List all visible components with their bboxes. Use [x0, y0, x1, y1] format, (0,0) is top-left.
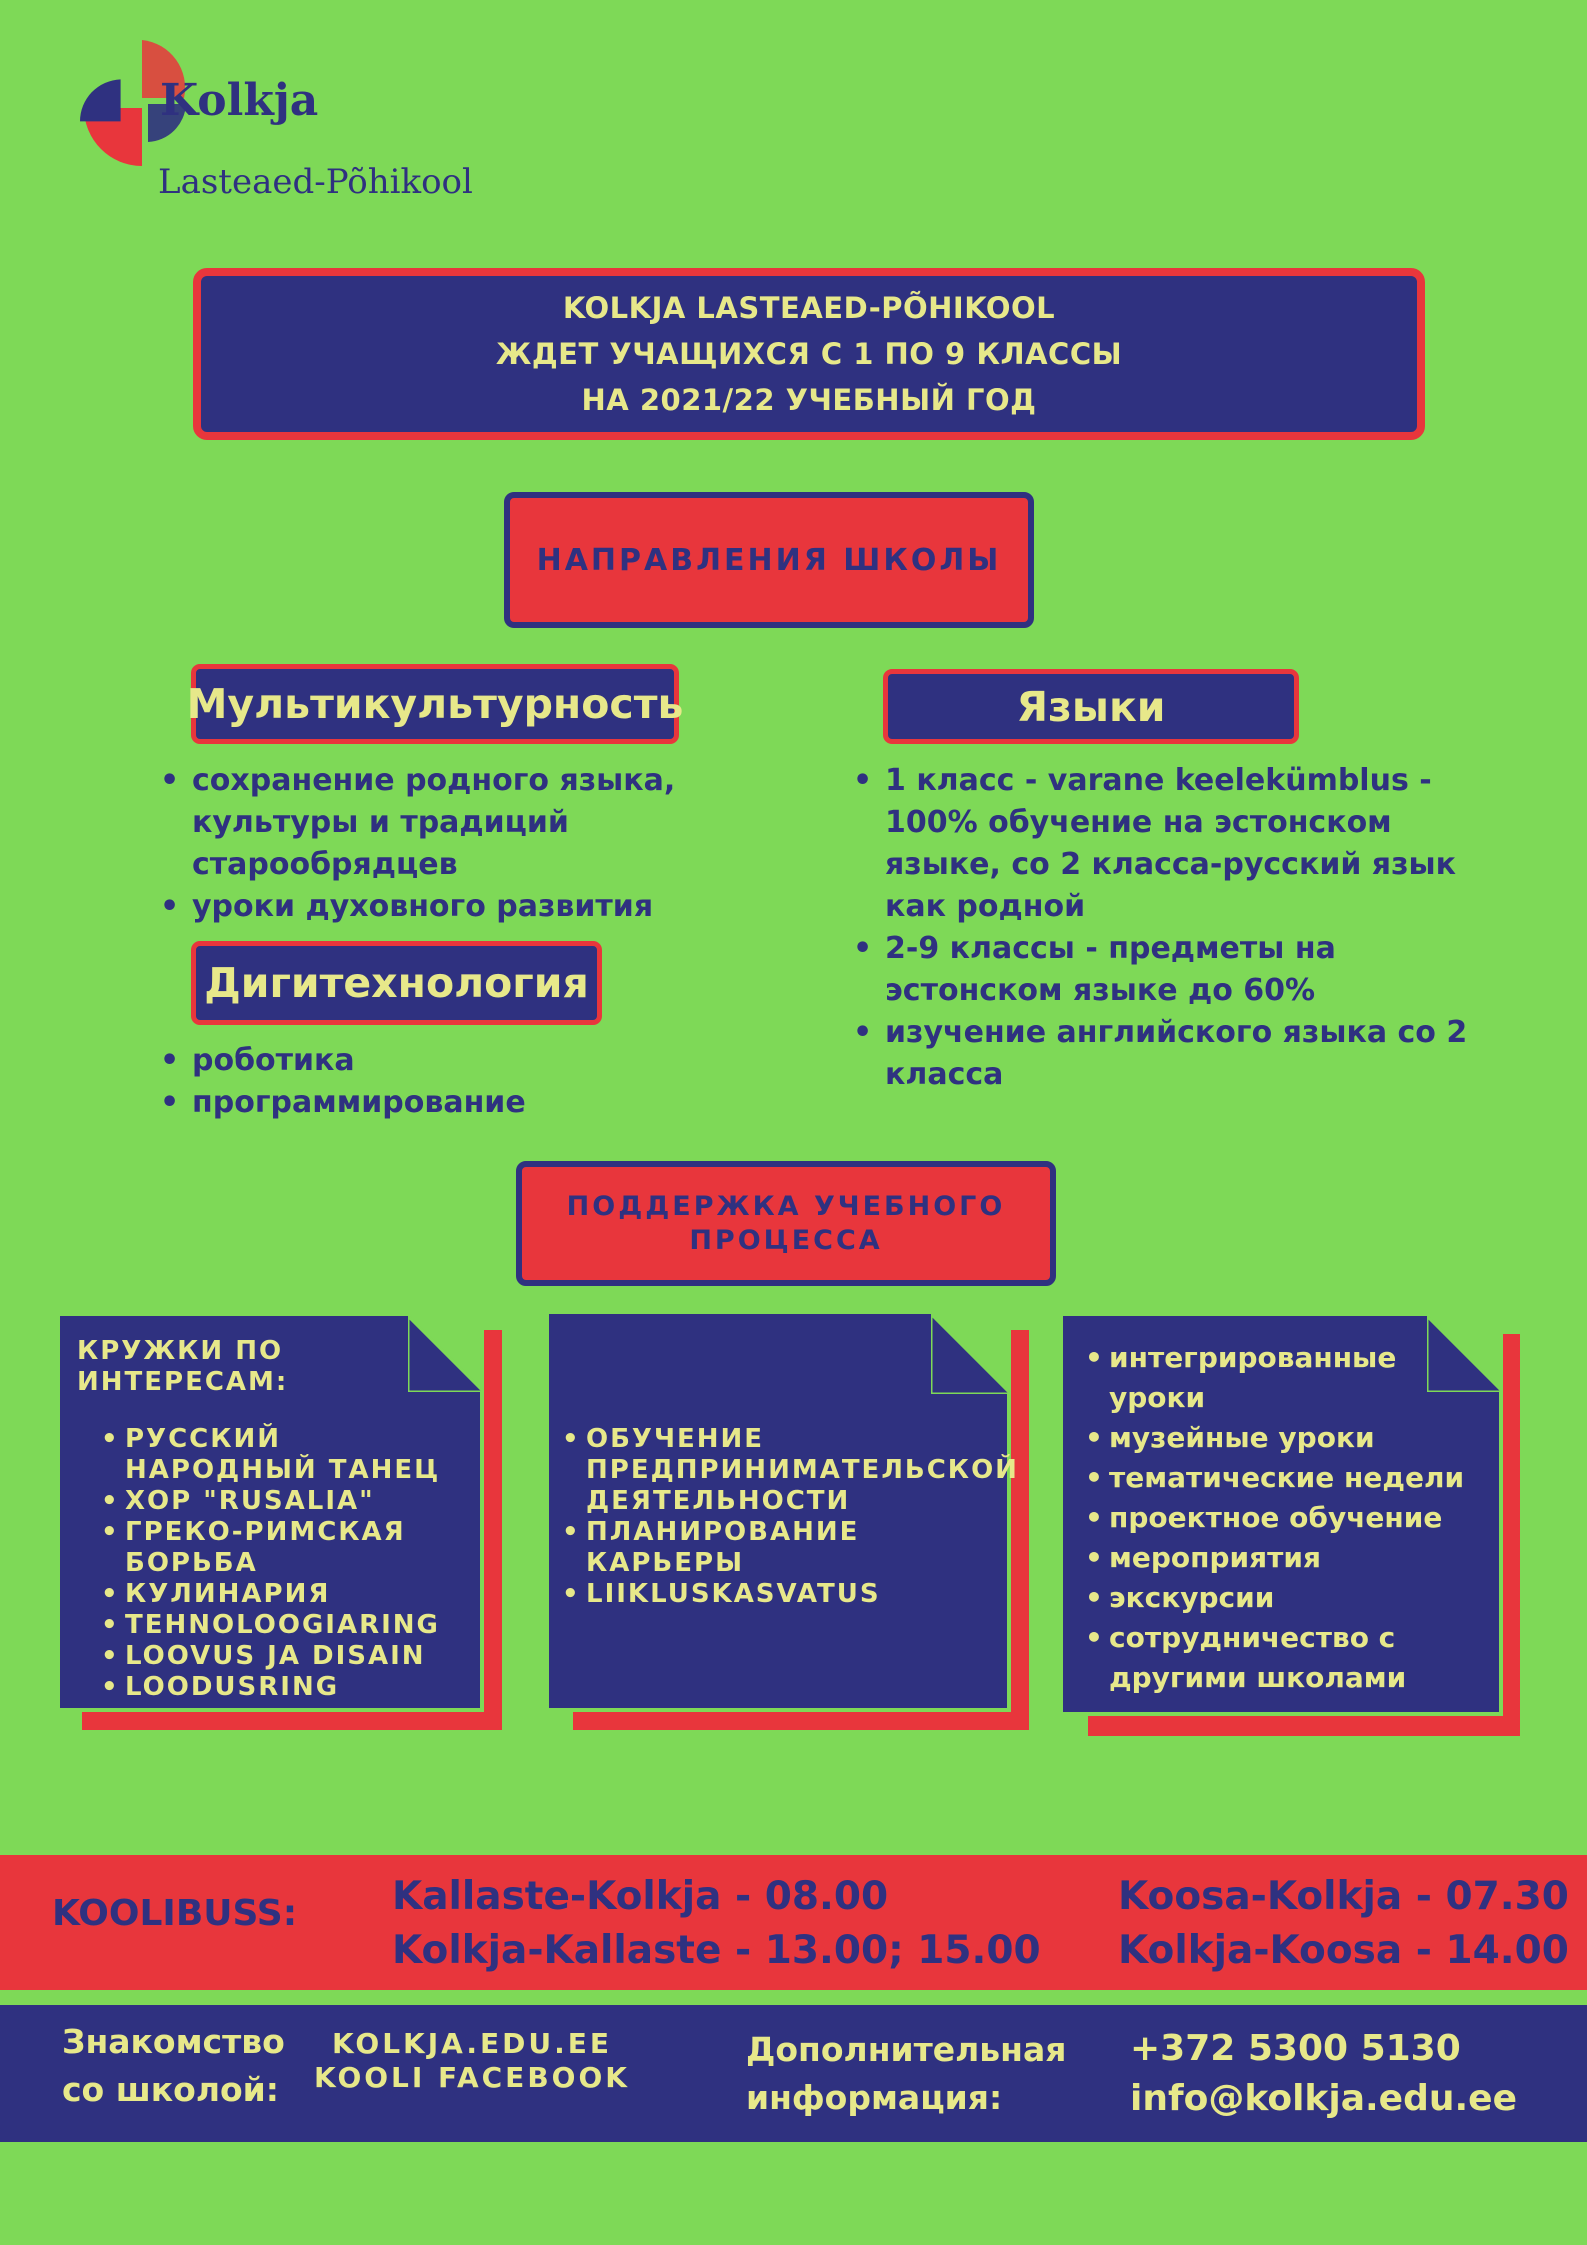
list-item: музейные уроки — [1085, 1418, 1495, 1458]
header-banner: KOLKJA LASTEAED-PÕHIKOOL ЖДЕТ УЧАЩИХСЯ С… — [193, 268, 1425, 440]
multiculture-heading: Мультикультурность — [187, 664, 683, 744]
multiculture-list: сохранение родного языка, культуры и тра… — [160, 760, 720, 928]
header-line-3: НА 2021/22 УЧЕБНЫЙ ГОД — [581, 383, 1037, 417]
bus-label: KOOLIBUSS: — [52, 1893, 298, 1934]
list-item: 1 класс - varane keelekümblus - 100% обу… — [853, 760, 1493, 928]
bus-schedule-right: Koosa-Kolkja - 07.30 Kolkja-Koosa - 14.0… — [1118, 1870, 1569, 1978]
card-3: интегрированные уроки музейные уроки тем… — [1063, 1316, 1503, 1716]
digitech-list: роботика программирование — [160, 1040, 720, 1124]
languages-list: 1 класс - varane keelekümblus - 100% обу… — [853, 760, 1493, 1096]
list-item: ХОР "RUSALIA" — [101, 1486, 457, 1517]
email-link[interactable]: info@kolkja.edu.ee — [1130, 2078, 1517, 2119]
acquaint-label: Знакомство со школой: — [62, 2018, 285, 2114]
card-1-content: КРУЖКИ ПО ИНТЕРЕСАМ: РУССКИЙ НАРОДНЫЙ ТА… — [77, 1336, 457, 1703]
bus-route: Kolkja-Koosa - 14.00 — [1118, 1928, 1569, 1973]
multiculture-title: Мультикультурность — [186, 680, 684, 728]
list-item: экскурсии — [1085, 1578, 1495, 1618]
card-1-heading-1: КРУЖКИ ПО — [77, 1336, 284, 1366]
kolkja-logo-icon — [79, 40, 186, 166]
contacts-block: +372 5300 5130 info@kolkja.edu.ee — [1130, 2024, 1517, 2124]
extra-line-2: информация: — [746, 2078, 1003, 2117]
list-item: роботика — [160, 1040, 720, 1082]
bus-schedule-left: Kallaste-Kolkja - 08.00 Kolkja-Kallaste … — [392, 1870, 1041, 1978]
support-title-line-2: ПРОЦЕССА — [689, 1224, 883, 1256]
list-item: интегрированные уроки — [1085, 1338, 1495, 1418]
links-block: KOLKJA.EDU.EE KOOLI FACEBOOK — [314, 2027, 630, 2095]
list-item: ГРЕКО-РИМСКАЯ БОРЬБА — [101, 1517, 457, 1579]
list-item: LOOVUS JA DISAIN — [101, 1641, 457, 1672]
directions-heading: НАПРАВЛЕНИЯ ШКОЛЫ — [504, 492, 1034, 628]
logo-name: Kolkja — [160, 75, 319, 126]
card-1-list: РУССКИЙ НАРОДНЫЙ ТАНЕЦ ХОР "RUSALIA" ГРЕ… — [101, 1424, 457, 1703]
card-2: ОБУЧЕНИЕ ПРЕДПРИНИМАТЕЛЬСКОЙ ДЕЯТЕЛЬНОСТ… — [549, 1314, 1017, 1712]
list-item: уроки духовного развития — [160, 886, 720, 928]
list-item: ПЛАНИРОВАНИЕ КАРЬЕРЫ — [562, 1517, 1002, 1579]
directions-title: НАПРАВЛЕНИЯ ШКОЛЫ — [536, 542, 1002, 578]
list-item: проектное обучение — [1085, 1498, 1495, 1538]
card-3-list: интегрированные уроки музейные уроки тем… — [1085, 1338, 1495, 1698]
card-2-list: ОБУЧЕНИЕ ПРЕДПРИНИМАТЕЛЬСКОЙ ДЕЯТЕЛЬНОСТ… — [562, 1424, 1017, 1610]
card-1-heading-2: ИНТЕРЕСАМ: — [77, 1367, 289, 1397]
digitech-heading: Дигитехнология — [191, 941, 602, 1025]
page-fold-icon — [408, 1316, 484, 1392]
languages-title: Языки — [1016, 682, 1166, 731]
list-item: LOODUSRING — [101, 1672, 457, 1703]
logo-subtitle: Lasteaed-Põhikool — [158, 162, 473, 202]
list-item: программирование — [160, 1082, 720, 1124]
header-line-1: KOLKJA LASTEAED-PÕHIKOOL — [562, 291, 1056, 325]
digitech-title: Дигитехнология — [204, 959, 589, 1007]
acquaint-line-1: Знакомство — [62, 2022, 285, 2061]
website-link[interactable]: KOLKJA.EDU.EE — [331, 2027, 612, 2060]
list-item: ОБУЧЕНИЕ ПРЕДПРИНИМАТЕЛЬСКОЙ ДЕЯТЕЛЬНОСТ… — [562, 1424, 1017, 1517]
phone-link[interactable]: +372 5300 5130 — [1130, 2028, 1461, 2069]
list-item: TEHNOLOOGIARING — [101, 1610, 457, 1641]
support-heading: ПОДДЕРЖКА УЧЕБНОГО ПРОЦЕССА — [516, 1161, 1056, 1286]
bus-route: Kolkja-Kallaste - 13.00; 15.00 — [392, 1928, 1041, 1973]
list-item: КУЛИНАРИЯ — [101, 1579, 457, 1610]
header-line-2: ЖДЕТ УЧАЩИХСЯ С 1 ПО 9 КЛАССЫ — [495, 337, 1123, 371]
info-bar — [0, 2005, 1587, 2142]
list-item: тематические недели — [1085, 1458, 1495, 1498]
languages-heading: Языки — [883, 669, 1299, 744]
acquaint-line-2: со школой: — [62, 2070, 279, 2109]
extra-info-label: Дополнительная информация: — [746, 2026, 1066, 2122]
list-item: 2-9 классы - предметы на эстонском языке… — [853, 928, 1493, 1012]
list-item: РУССКИЙ НАРОДНЫЙ ТАНЕЦ — [101, 1424, 457, 1486]
facebook-link[interactable]: KOOLI FACEBOOK — [314, 2061, 630, 2094]
support-title-line-1: ПОДДЕРЖКА УЧЕБНОГО — [566, 1190, 1006, 1222]
list-item: LIIKLUSKASVATUS — [562, 1579, 1002, 1610]
card-1: КРУЖКИ ПО ИНТЕРЕСАМ: РУССКИЙ НАРОДНЫЙ ТА… — [60, 1316, 484, 1712]
list-item: сотрудничество с другими школами — [1085, 1618, 1495, 1698]
bus-route: Koosa-Kolkja - 07.30 — [1118, 1874, 1569, 1919]
list-item: сохранение родного языка, культуры и тра… — [160, 760, 720, 886]
page-fold-icon — [931, 1314, 1011, 1394]
list-item: мероприятия — [1085, 1538, 1495, 1578]
list-item: изучение английского языка со 2 класса — [853, 1012, 1493, 1096]
extra-line-1: Дополнительная — [746, 2030, 1067, 2069]
bus-bar — [0, 1855, 1587, 1990]
bus-route: Kallaste-Kolkja - 08.00 — [392, 1874, 889, 1919]
